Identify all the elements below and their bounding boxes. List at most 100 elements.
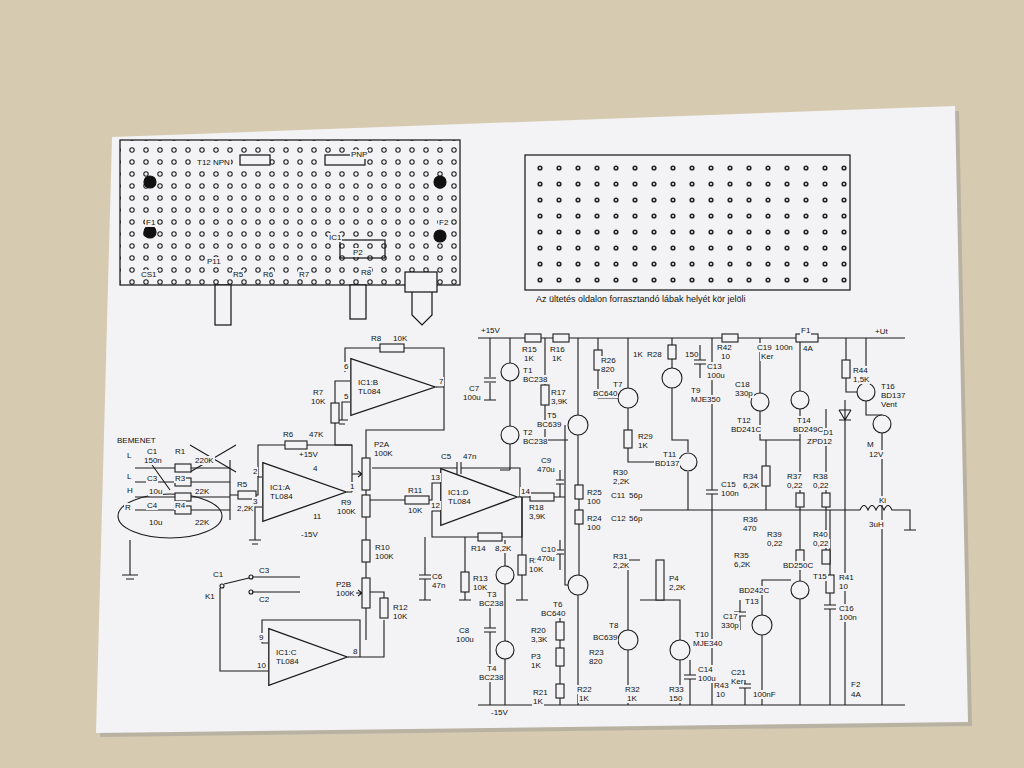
opamp-shape: [441, 469, 517, 526]
part-label: +Ut: [874, 327, 889, 336]
part-label: R28: [646, 350, 663, 359]
part-label: 1K: [532, 697, 544, 706]
paper-sheet: [96, 106, 968, 733]
part-label: L: [126, 451, 132, 460]
part-label: R12: [392, 603, 409, 612]
part-label: R41: [838, 573, 855, 582]
part-label: 8,2K: [494, 544, 512, 553]
part-label: 1,5K: [852, 375, 870, 384]
part-label: C4: [146, 501, 158, 510]
part-label: 47K: [308, 430, 324, 439]
opamp-triangle: IC1:BTL084: [350, 358, 436, 416]
part-label: BC238: [478, 599, 504, 608]
part-label: R13: [472, 574, 489, 583]
part-label: C10: [540, 545, 557, 554]
part-label: 10K: [392, 334, 408, 343]
part-label: R7: [312, 388, 324, 397]
part-label: T16: [880, 382, 896, 391]
opamp-label: TL084: [358, 387, 381, 396]
part-label: 11: [312, 512, 322, 521]
part-label: R18: [528, 503, 545, 512]
part-label: R17: [550, 388, 567, 397]
part-label: R11: [407, 486, 423, 495]
part-label: 1K: [551, 354, 563, 363]
part-label: 3uH: [868, 520, 885, 529]
part-label: C17: [722, 612, 739, 621]
part-label: T13: [744, 597, 760, 606]
part-label: 2,2K: [612, 561, 630, 570]
part-label: C13: [706, 362, 723, 371]
part-label: C14: [697, 665, 714, 674]
part-label: 10: [838, 582, 849, 591]
part-label: 100K: [336, 507, 357, 516]
part-label: 100u: [455, 635, 475, 644]
part-label: T15: [812, 572, 828, 581]
part-label: 56p: [628, 514, 643, 523]
part-label: 5: [343, 392, 349, 401]
part-label: C18: [734, 380, 751, 389]
part-label: 3,3K: [530, 635, 548, 644]
part-label: IC1: [328, 233, 342, 242]
part-label: T11: [662, 450, 677, 459]
part-label: R8: [360, 268, 372, 277]
part-label: BC238: [522, 437, 548, 446]
part-label: R39: [766, 530, 783, 539]
part-label: R34: [742, 472, 759, 481]
part-label: BC640: [592, 389, 618, 398]
part-label: F2: [438, 218, 449, 227]
opamp-label: IC1:D: [448, 488, 471, 497]
part-label: K1: [204, 592, 216, 601]
part-label: 4: [312, 464, 318, 473]
opamp-shape: [269, 629, 347, 686]
part-label: R10: [374, 543, 391, 552]
part-label: 150n: [143, 456, 163, 465]
part-label: R31: [612, 552, 629, 561]
part-label: C3: [258, 566, 270, 575]
part-label: PNP: [350, 150, 368, 159]
part-label: C5: [440, 452, 452, 461]
part-label: C8: [458, 626, 470, 635]
part-label: 22K: [194, 487, 210, 496]
part-label: R29: [637, 432, 654, 441]
part-label: 100K: [335, 589, 356, 598]
part-label: T2: [522, 428, 533, 437]
part-label: 0,22: [812, 539, 830, 548]
part-label: R5: [232, 270, 244, 279]
part-label: CS1: [140, 270, 158, 279]
part-label: 100u: [462, 393, 482, 402]
opamp-label: TL084: [270, 492, 293, 501]
part-label: 2,2K: [612, 477, 630, 486]
part-label: 10K: [310, 397, 326, 406]
part-label: 100nF: [752, 690, 777, 699]
part-label: R36: [742, 515, 759, 524]
part-label: 2: [252, 467, 258, 476]
part-label: R1: [174, 447, 186, 456]
part-label: BD137: [654, 459, 680, 468]
opamp-label: IC1:A: [270, 483, 293, 492]
opamp-text-group: IC1:ATL084: [270, 483, 293, 501]
part-label: R24: [586, 514, 603, 523]
part-label: L: [126, 472, 132, 481]
part-label: H: [126, 486, 134, 495]
part-label: R30: [612, 468, 629, 477]
part-label: R23: [588, 648, 605, 657]
part-label: C15: [720, 480, 737, 489]
part-label: 470: [742, 524, 757, 533]
part-label: BD137: [880, 391, 906, 400]
part-label: 1K: [578, 694, 590, 703]
part-label: 10: [720, 352, 731, 361]
part-label: 1K: [626, 694, 638, 703]
part-label: BC639: [536, 420, 562, 429]
part-label: BC639: [592, 633, 618, 642]
part-label: 10: [715, 690, 726, 699]
part-label: 22K: [194, 518, 210, 527]
part-label: BEMENET: [116, 436, 157, 445]
part-label: T14: [796, 416, 812, 425]
part-label: T9: [690, 386, 701, 395]
part-label: T3: [486, 590, 497, 599]
part-label: 9: [258, 633, 264, 642]
part-label: 10u: [148, 518, 163, 527]
part-label: 470u: [536, 554, 556, 563]
part-label: 100n: [774, 343, 794, 352]
